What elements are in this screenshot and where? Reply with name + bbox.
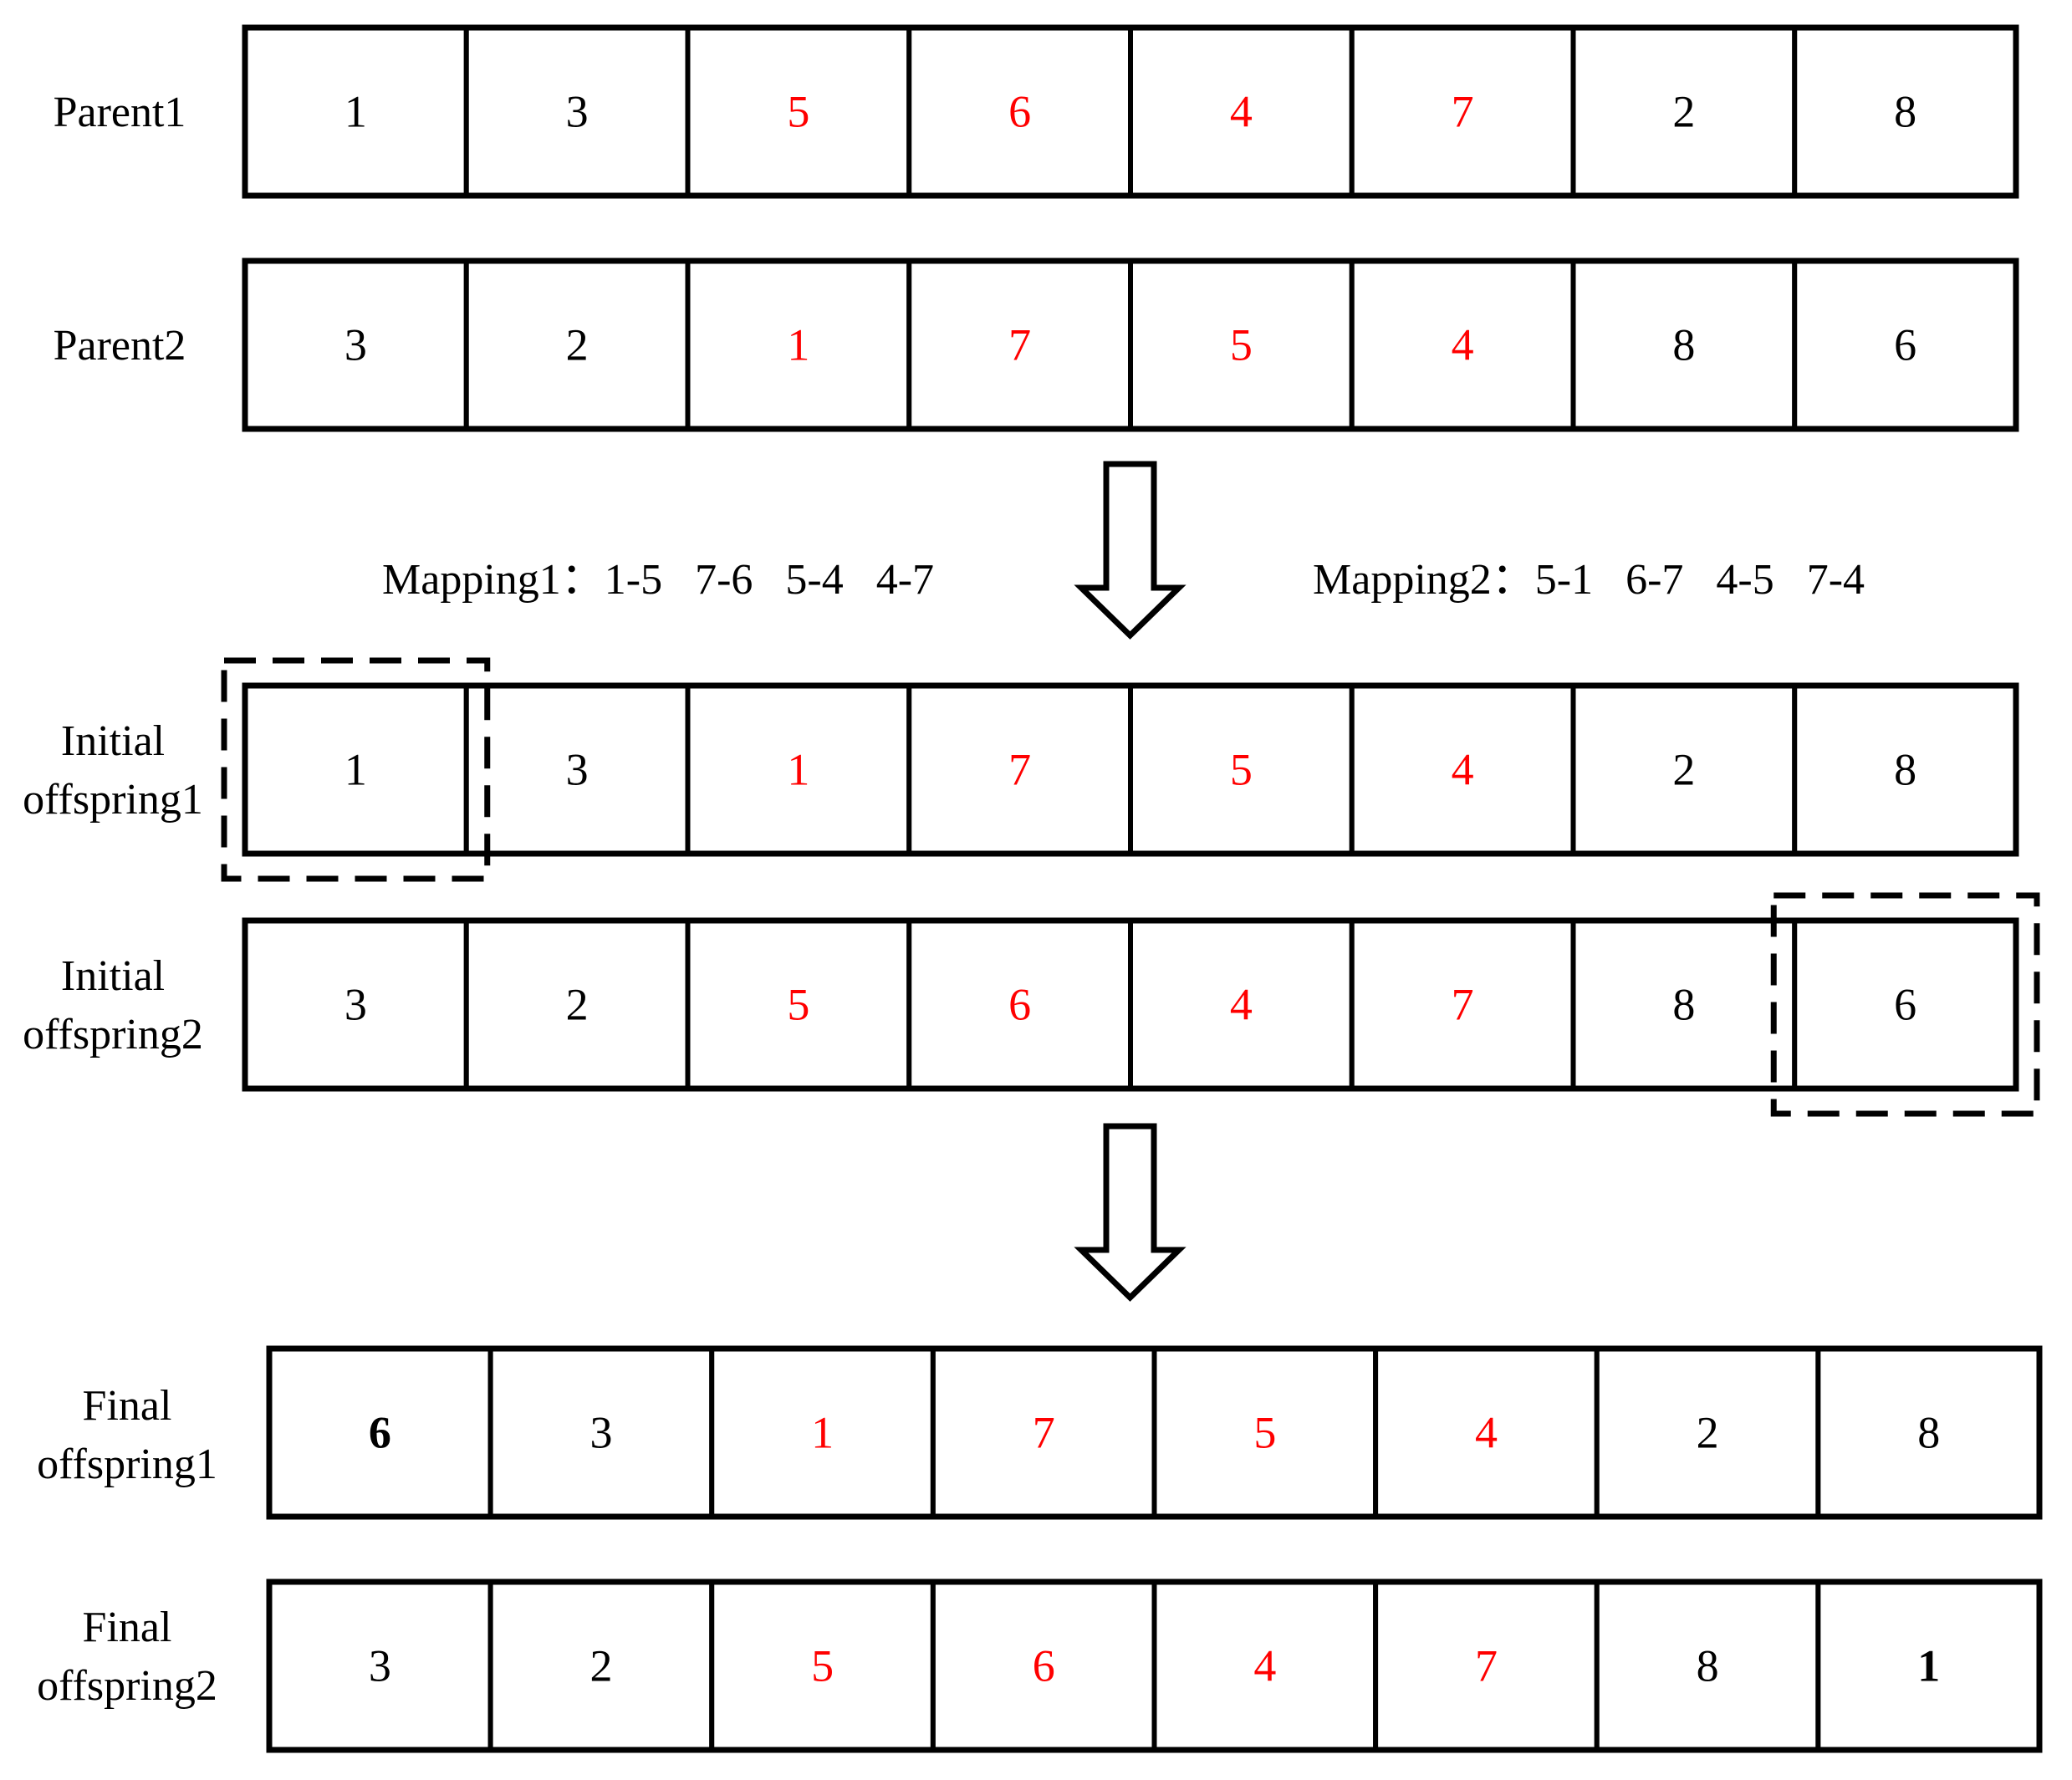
parent2-row: Parent2 3 2 1 7 5 4 8 6: [54, 258, 2019, 432]
gene-value: 5: [811, 1641, 834, 1691]
chromosome-border: [266, 1579, 2043, 1753]
gene-cell: [906, 258, 1133, 431]
gene-cell: [1349, 683, 1576, 856]
gene-value: 5: [787, 980, 809, 1030]
gene-cell: [242, 258, 469, 431]
chromosome-border: [242, 24, 2019, 199]
gene-value: 7: [1452, 87, 1474, 137]
chromosome-border: [266, 1345, 2043, 1520]
dashed-highlight-box: [1770, 892, 2040, 1117]
gene-value: 4: [1452, 745, 1474, 795]
gene-value: 6: [1033, 1641, 1055, 1691]
chromosome-border: [242, 682, 2019, 857]
gene-value: 8: [1672, 320, 1695, 370]
gene-value: 8: [1894, 87, 1916, 137]
gene-value: 8: [1917, 1408, 1940, 1458]
gene-value: 5: [1253, 1408, 1276, 1458]
arrows: [1074, 461, 1187, 1302]
gene-value: 3: [344, 320, 367, 370]
gene-value: 7: [1008, 745, 1031, 795]
gene-value: 4: [1230, 87, 1253, 137]
gene-value: 3: [589, 1408, 612, 1458]
gene-value: 1: [344, 745, 367, 795]
initial-offspring1-label: offspring1: [23, 776, 203, 824]
gene-cell: [1570, 258, 1798, 431]
mapping1-text: Mapping1：1-5 7-6 5-4 4-7: [382, 556, 934, 604]
gene-value: 1: [787, 745, 809, 795]
final-offspring1-row: Final offspring1 6 3 1 7 5 4 2 8: [37, 1345, 2043, 1520]
parent2-label: Parent2: [54, 322, 186, 370]
initial-offspring1-label: Initial: [61, 717, 165, 765]
final-offspring1-label: Final: [83, 1382, 172, 1430]
gene-value: 1: [1917, 1641, 1940, 1691]
gene-value: 7: [1008, 320, 1031, 370]
highlight-boxes: [221, 657, 2040, 1117]
gene-value: 1: [811, 1408, 834, 1458]
down-arrow-icon: [1074, 1123, 1187, 1302]
gene-value: 6: [369, 1408, 391, 1458]
gene-value: 5: [787, 87, 809, 137]
gene-value: 2: [1697, 1408, 1719, 1458]
gene-value: 4: [1452, 320, 1474, 370]
parent1-row: Parent1 1 3 5 6 4 7 2 8: [54, 24, 2019, 199]
gene-value: 8: [1697, 1641, 1719, 1691]
initial-offspring2-row: Initial offspring2 3 2 5 6 4 7 8 6: [23, 917, 2019, 1092]
gene-value: 7: [1033, 1408, 1055, 1458]
gene-cell: [1792, 683, 2018, 856]
gene-value: 2: [566, 980, 589, 1030]
chromosome-border: [242, 917, 2019, 1092]
gene-cell: [685, 258, 912, 431]
gene-cell: [906, 918, 1133, 1091]
mapping2-text: Mapping2：5-1 6-7 4-5 7-4: [1313, 556, 1865, 604]
gene-cell: [463, 918, 691, 1091]
gene-cell: [1792, 25, 2018, 198]
final-offspring2-row: Final offspring2 3 2 5 6 4 7 8 1: [37, 1579, 2043, 1753]
gene-value: 6: [1894, 980, 1916, 1030]
final-offspring2-label: Final: [83, 1604, 172, 1651]
gene-value: 6: [1008, 980, 1031, 1030]
gene-value: 7: [1475, 1641, 1498, 1691]
gene-value: 5: [1230, 320, 1253, 370]
gene-value: 2: [566, 320, 589, 370]
gene-value: 3: [566, 745, 589, 795]
gene-value: 8: [1672, 980, 1695, 1030]
gene-cell: [487, 1579, 715, 1752]
gene-value: 6: [1008, 87, 1031, 137]
gene-value: 4: [1230, 980, 1253, 1030]
gene-value: 5: [1230, 745, 1253, 795]
dashed-highlight-box: [221, 657, 491, 882]
gene-cell: [463, 683, 691, 856]
gene-value: 3: [344, 980, 367, 1030]
final-offspring2-label: offspring2: [37, 1662, 217, 1710]
gene-value: 6: [1894, 320, 1916, 370]
gene-cell: [1349, 25, 1576, 198]
final-offspring1-label: offspring1: [37, 1441, 217, 1488]
gene-value: 2: [1672, 745, 1695, 795]
gene-cell: [463, 25, 691, 198]
gene-value: 8: [1894, 745, 1916, 795]
chromosome-border: [242, 258, 2019, 432]
gene-value: 4: [1475, 1408, 1498, 1458]
gene-value: 4: [1253, 1641, 1276, 1691]
gene-cell: [709, 1579, 936, 1752]
initial-offspring2-label: offspring2: [23, 1011, 203, 1058]
gene-cell: [1151, 1579, 1379, 1752]
gene-value: 3: [369, 1641, 391, 1691]
gene-cell: [685, 918, 912, 1091]
gene-value: 1: [344, 87, 367, 137]
initial-offspring2-label: Initial: [61, 952, 165, 1000]
gene-value: 2: [589, 1641, 612, 1691]
gene-value: 2: [1672, 87, 1695, 137]
down-arrow-icon: [1074, 461, 1187, 640]
gene-value: 1: [787, 320, 809, 370]
gene-cell: [242, 683, 469, 856]
parent1-label: Parent1: [54, 89, 186, 136]
gene-value: 7: [1452, 980, 1474, 1030]
initial-offspring1-row: Initial offspring1 1 3 1 7 5 4 2 8: [23, 682, 2019, 857]
gene-cell: [1594, 1579, 1821, 1752]
gene-value: 3: [566, 87, 589, 137]
